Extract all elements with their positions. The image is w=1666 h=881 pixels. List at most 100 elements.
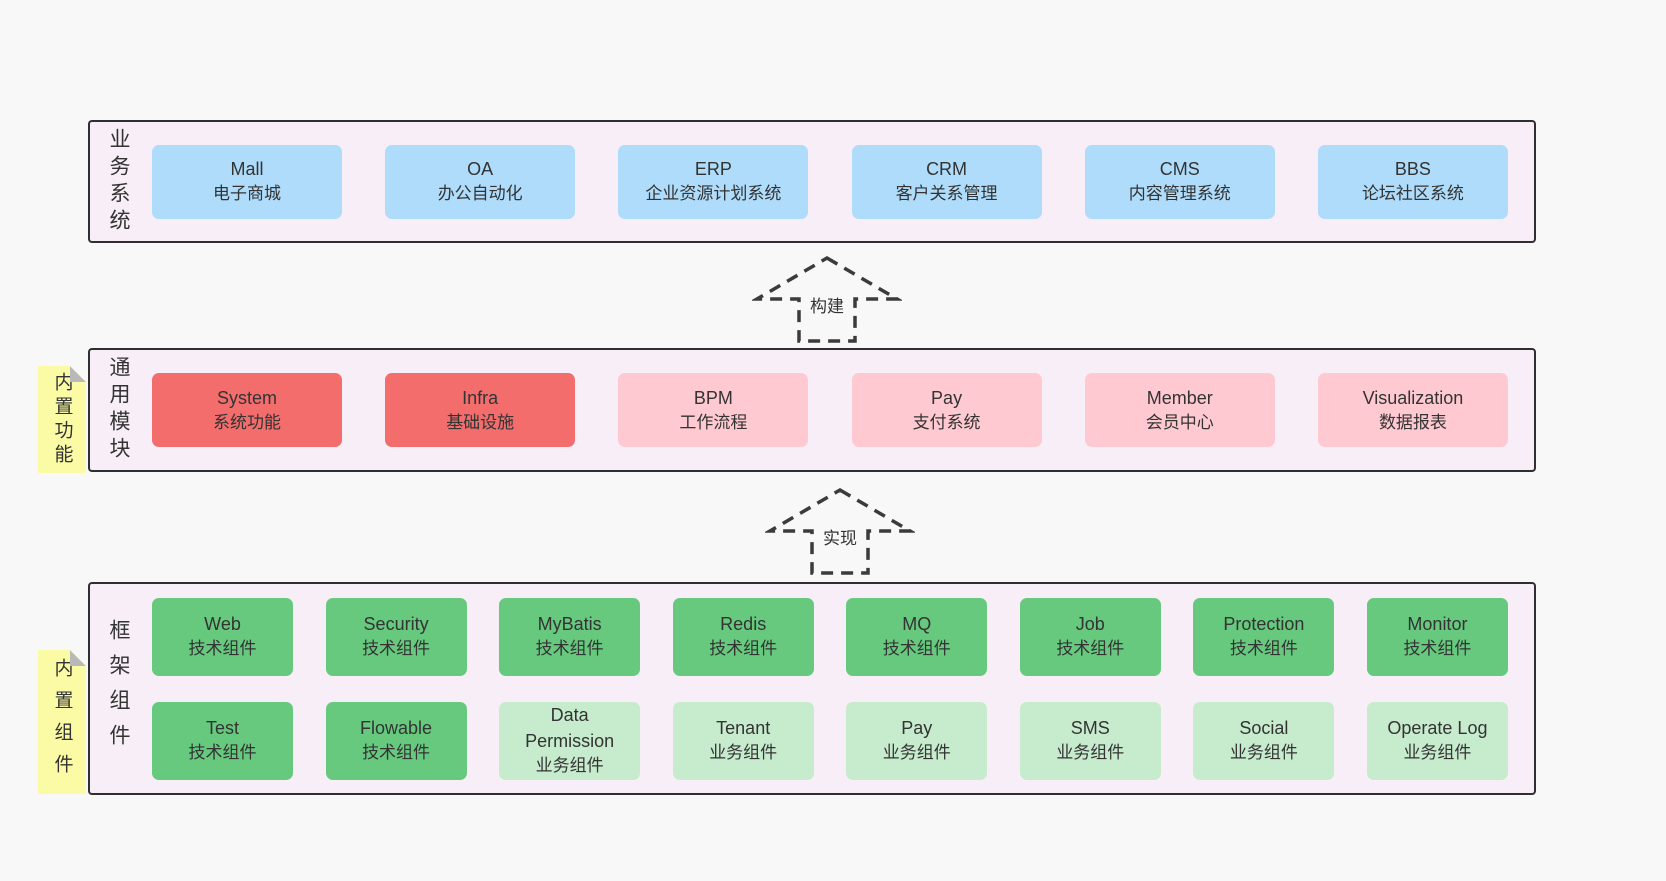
box-mybatis-name: MyBatis xyxy=(537,614,602,634)
box-bpm-name: BPM xyxy=(693,387,733,408)
components-boxes: Web 技术组件 Security 技术组件 MyBatis 技术组件 Redi… xyxy=(140,584,1534,793)
box-protection-name: Protection xyxy=(1223,614,1305,634)
box-operate-log-name: Operate Log xyxy=(1387,718,1488,738)
box-monitor-desc: 技术组件 xyxy=(1403,639,1472,659)
box-monitor: Monitor 技术组件 xyxy=(1366,597,1508,676)
box-oa: OA 办公自动化 xyxy=(385,144,576,219)
box-crm-desc: 客户关系管理 xyxy=(895,184,998,204)
box-flowable-desc: 技术组件 xyxy=(362,743,431,763)
box-sms-desc: 业务组件 xyxy=(1056,743,1125,763)
box-pay-module-name: Pay xyxy=(931,387,963,408)
box-mall-desc: 电子商城 xyxy=(213,184,281,204)
box-mybatis: MyBatis 技术组件 xyxy=(499,597,641,676)
box-erp-desc: 企业资源计划系统 xyxy=(645,184,782,204)
box-security-name: Security xyxy=(363,614,429,634)
box-bbs-name: BBS xyxy=(1394,159,1431,179)
box-bpm-desc: 工作流程 xyxy=(679,412,748,432)
box-bpm: BPM 工作流程 xyxy=(618,373,809,447)
box-tenant-name: Tenant xyxy=(716,718,771,738)
box-member: Member 会员中心 xyxy=(1084,373,1275,447)
box-crm: CRM 客户关系管理 xyxy=(851,144,1042,219)
implement-arrow: 实现 xyxy=(765,486,915,576)
layer-components-label: 框架组件 xyxy=(107,618,130,759)
box-job-desc: 技术组件 xyxy=(1056,639,1125,659)
box-protection-desc: 技术组件 xyxy=(1229,639,1298,659)
implement-arrow-label: 实现 xyxy=(820,524,860,549)
box-monitor-name: Monitor xyxy=(1407,614,1468,634)
box-pay-module: Pay 支付系统 xyxy=(851,373,1042,447)
box-flowable: Flowable 技术组件 xyxy=(325,701,467,780)
box-security: Security 技术组件 xyxy=(325,597,467,676)
box-redis-name: Redis xyxy=(720,614,767,634)
business-boxes: Mall 电子商城 OA 办公自动化 ERP 企业资源计划系统 CRM 客户关系… xyxy=(140,122,1534,241)
box-bbs-desc: 论坛社区系统 xyxy=(1361,184,1464,204)
folded-corner-icon xyxy=(70,650,86,666)
box-erp-name: ERP xyxy=(694,159,732,179)
box-system-desc: 系统功能 xyxy=(213,412,281,432)
box-member-desc: 会员中心 xyxy=(1145,412,1214,432)
box-security-desc: 技术组件 xyxy=(362,639,431,659)
box-mall: Mall 电子商城 xyxy=(152,144,342,219)
sticky-note-built-in-features-text: 内置功能 xyxy=(51,371,73,468)
box-mq: MQ 技术组件 xyxy=(846,597,988,676)
box-operate-log-desc: 业务组件 xyxy=(1403,743,1472,763)
box-data-permission-desc: 业务组件 xyxy=(535,755,604,775)
box-system-name: System xyxy=(216,387,277,408)
box-mall-name: Mall xyxy=(230,159,264,179)
box-tenant: Tenant 业务组件 xyxy=(672,701,814,780)
box-bbs: BBS 论坛社区系统 xyxy=(1317,144,1508,219)
box-cms-desc: 内容管理系统 xyxy=(1128,184,1231,204)
box-mq-desc: 技术组件 xyxy=(882,639,951,659)
box-test: Test 技术组件 xyxy=(152,701,293,780)
build-arrow: 构建 xyxy=(752,254,902,344)
box-social-desc: 业务组件 xyxy=(1229,743,1298,763)
box-oa-desc: 办公自动化 xyxy=(437,184,523,204)
components-row-1: Web 技术组件 Security 技术组件 MyBatis 技术组件 Redi… xyxy=(152,597,1508,676)
box-infra: Infra 基础设施 xyxy=(385,373,576,447)
box-web-name: Web xyxy=(204,614,241,634)
box-member-name: Member xyxy=(1146,387,1213,408)
box-sms: SMS 业务组件 xyxy=(1019,701,1161,780)
box-test-desc: 技术组件 xyxy=(188,743,257,763)
box-pay-component-desc: 业务组件 xyxy=(882,743,951,763)
box-crm-name: CRM xyxy=(926,159,968,179)
box-data-permission-name: Data Permission xyxy=(525,705,615,751)
box-cms-name: CMS xyxy=(1159,159,1200,179)
layer-modules-label: 通用模块 xyxy=(107,356,130,464)
box-mybatis-desc: 技术组件 xyxy=(535,639,604,659)
box-pay-component-name: Pay xyxy=(901,718,933,738)
box-infra-desc: 基础设施 xyxy=(446,412,515,432)
layer-business-label: 业务系统 xyxy=(107,127,130,236)
layer-modules: 通用模块 System 系统功能 Infra 基础设施 BPM 工作流程 Pay… xyxy=(88,348,1536,472)
box-pay-module-desc: 支付系统 xyxy=(912,412,981,432)
up-arrow-icon xyxy=(752,255,902,343)
box-web-desc: 技术组件 xyxy=(188,639,257,659)
box-social: Social 业务组件 xyxy=(1193,701,1335,780)
folded-corner-icon xyxy=(70,366,86,382)
box-operate-log: Operate Log 业务组件 xyxy=(1366,701,1508,780)
modules-boxes: System 系统功能 Infra 基础设施 BPM 工作流程 Pay 支付系统… xyxy=(140,350,1534,470)
build-arrow-label: 构建 xyxy=(807,292,847,317)
up-arrow-icon xyxy=(765,487,915,575)
box-tenant-desc: 业务组件 xyxy=(709,743,778,763)
box-job-name: Job xyxy=(1075,614,1105,634)
box-pay-component: Pay 业务组件 xyxy=(846,701,988,780)
layer-business: 业务系统 Mall 电子商城 OA 办公自动化 ERP 企业资源计划系统 CRM… xyxy=(88,120,1536,243)
box-system: System 系统功能 xyxy=(152,373,342,447)
box-web: Web 技术组件 xyxy=(152,597,293,676)
box-mq-name: MQ xyxy=(902,614,932,634)
sticky-note-built-in-features: 内置功能 xyxy=(38,366,86,473)
box-social-name: Social xyxy=(1239,718,1289,738)
box-erp: ERP 企业资源计划系统 xyxy=(618,144,809,219)
components-row-2: Test 技术组件 Flowable 技术组件 Data Permission … xyxy=(152,701,1508,780)
box-infra-name: Infra xyxy=(462,387,499,408)
box-sms-name: SMS xyxy=(1070,718,1110,738)
box-test-name: Test xyxy=(205,718,239,738)
box-flowable-name: Flowable xyxy=(360,718,433,738)
box-cms: CMS 内容管理系统 xyxy=(1084,144,1275,219)
box-oa-name: OA xyxy=(467,159,494,179)
box-job: Job 技术组件 xyxy=(1019,597,1161,676)
box-visualization: Visualization 数据报表 xyxy=(1317,373,1508,447)
box-redis: Redis 技术组件 xyxy=(672,597,814,676)
sticky-note-built-in-components: 内置组件 xyxy=(38,650,86,794)
